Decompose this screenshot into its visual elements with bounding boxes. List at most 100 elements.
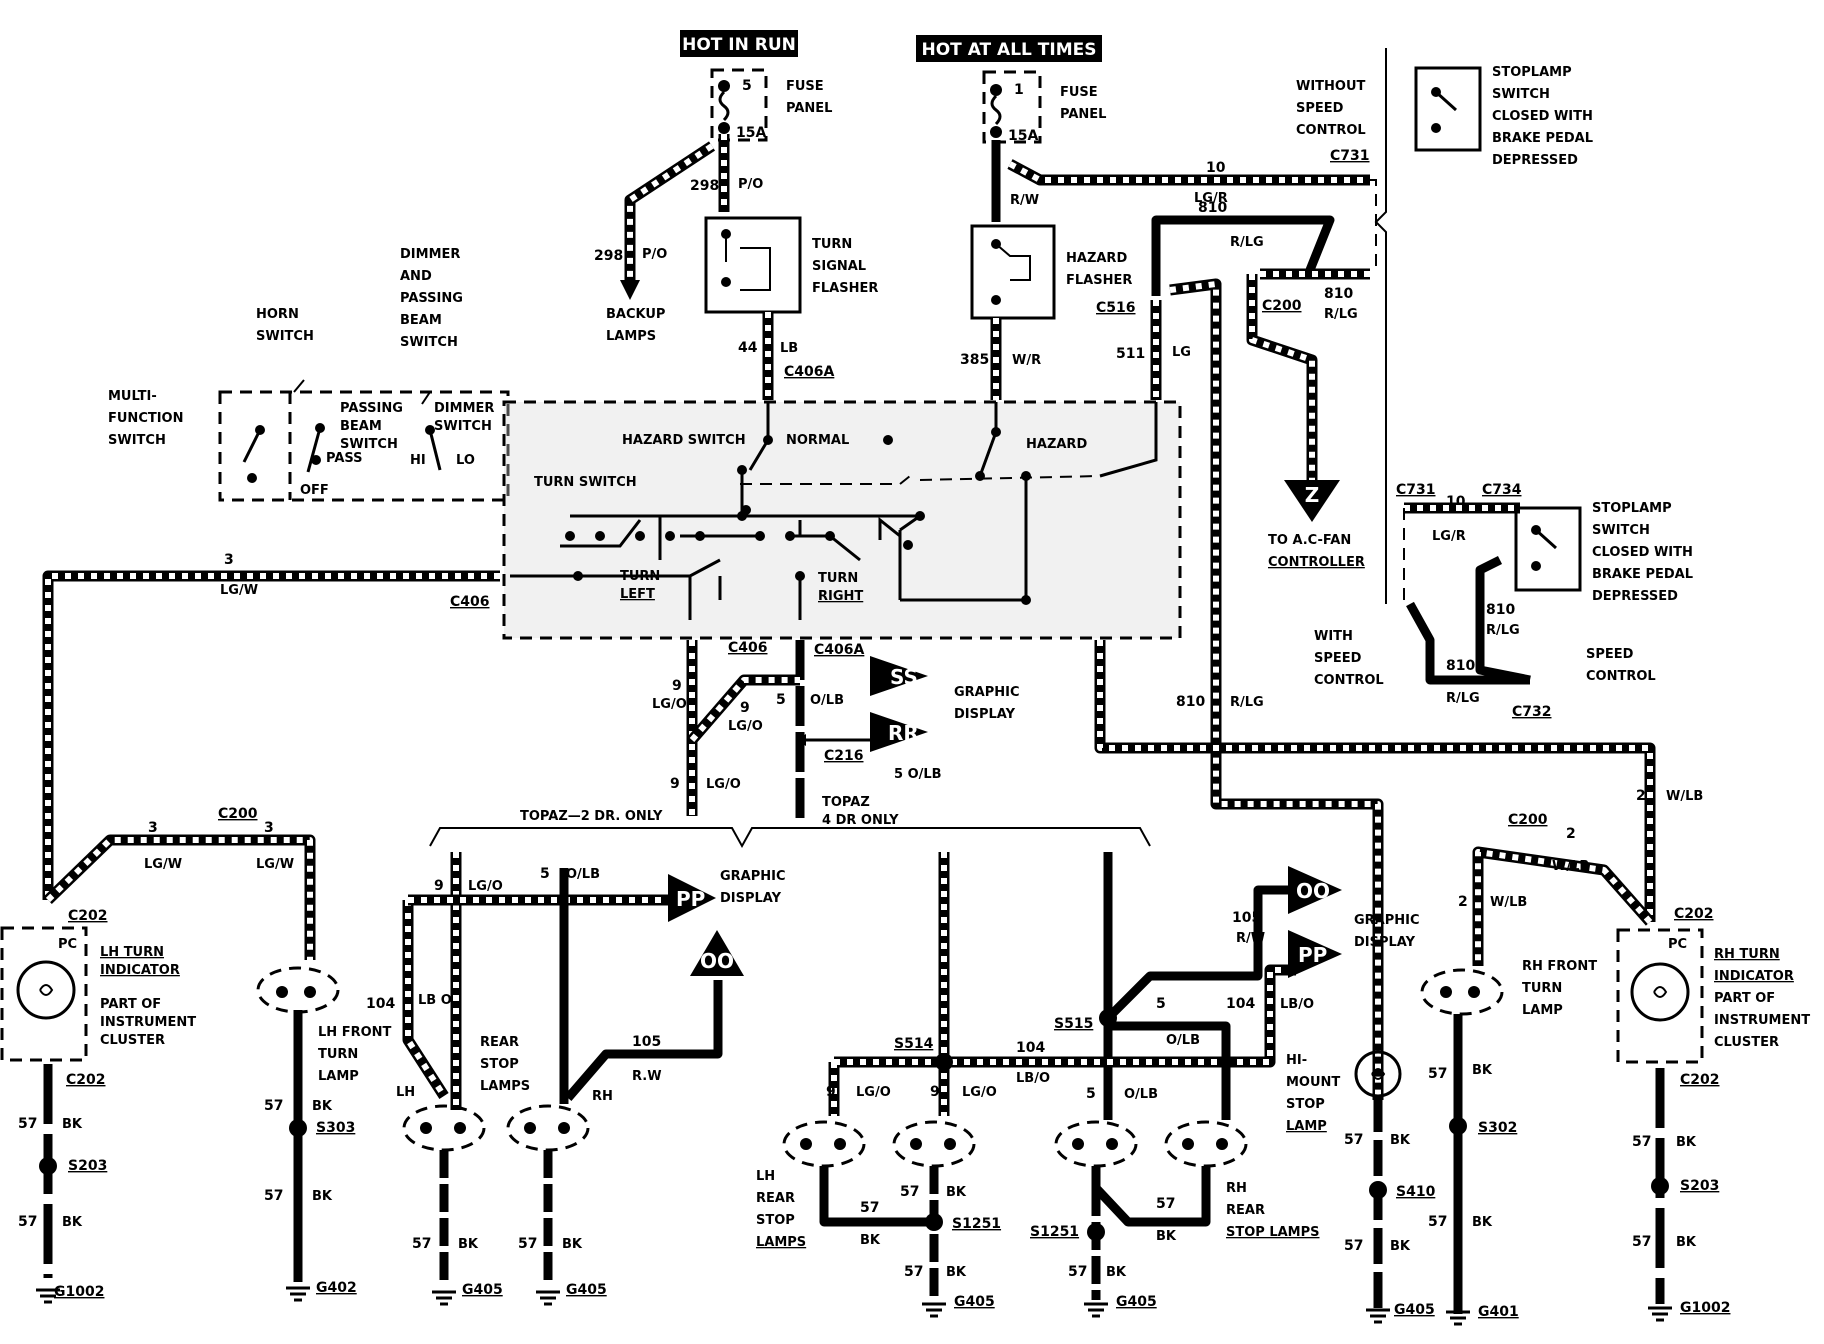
svg-text:RH: RH bbox=[592, 1089, 613, 1104]
svg-text:298: 298 bbox=[690, 178, 719, 194]
svg-text:W/LB: W/LB bbox=[1666, 789, 1703, 804]
svg-text:REAR: REAR bbox=[1226, 1203, 1265, 1218]
svg-text:S203: S203 bbox=[1680, 1178, 1719, 1194]
svg-text:REAR: REAR bbox=[480, 1035, 519, 1050]
svg-text:C202: C202 bbox=[1680, 1072, 1720, 1088]
svg-text:S515: S515 bbox=[1054, 1016, 1093, 1032]
svg-text:BK: BK bbox=[1676, 1235, 1697, 1250]
svg-text:LAMPS: LAMPS bbox=[606, 329, 656, 344]
svg-text:511: 511 bbox=[1116, 346, 1145, 362]
svg-text:9: 9 bbox=[930, 1084, 940, 1100]
svg-text:HOT AT ALL TIMES: HOT AT ALL TIMES bbox=[922, 40, 1097, 60]
svg-text:TURN: TURN bbox=[318, 1047, 358, 1062]
lh-rear-stop-lamp-inner bbox=[892, 1120, 976, 1168]
svg-text:CLOSED WITH: CLOSED WITH bbox=[1592, 545, 1693, 560]
svg-text:57: 57 bbox=[1428, 1066, 1447, 1082]
svg-text:BRAKE PEDAL: BRAKE PEDAL bbox=[1592, 567, 1693, 582]
lh-rear-stop-lamp bbox=[402, 1104, 486, 1152]
svg-text:AND: AND bbox=[400, 269, 432, 284]
pp-marker-right: PP bbox=[1288, 930, 1342, 978]
svg-text:INSTRUMENT: INSTRUMENT bbox=[100, 1015, 196, 1030]
svg-text:TOPAZ—2 DR. ONLY: TOPAZ—2 DR. ONLY bbox=[520, 809, 663, 824]
svg-text:BK: BK bbox=[860, 1233, 881, 1248]
svg-text:DISPLAY: DISPLAY bbox=[954, 707, 1016, 722]
svg-text:SWITCH: SWITCH bbox=[1492, 87, 1550, 102]
svg-text:STOP: STOP bbox=[756, 1213, 795, 1228]
svg-text:INSTRUMENT: INSTRUMENT bbox=[1714, 1013, 1810, 1028]
svg-text:RIGHT: RIGHT bbox=[818, 589, 863, 604]
svg-text:SWITCH: SWITCH bbox=[400, 335, 458, 350]
svg-text:SWITCH: SWITCH bbox=[256, 329, 314, 344]
svg-text:57: 57 bbox=[900, 1184, 919, 1200]
svg-text:PP: PP bbox=[1298, 943, 1327, 967]
svg-text:LEFT: LEFT bbox=[620, 587, 655, 602]
svg-text:BK: BK bbox=[62, 1117, 83, 1132]
svg-text:57: 57 bbox=[18, 1116, 37, 1132]
svg-text:S303: S303 bbox=[316, 1120, 355, 1136]
svg-text:810: 810 bbox=[1324, 286, 1353, 302]
lh-rear-stop-lamp-outer bbox=[782, 1120, 866, 1168]
svg-text:LG/O: LG/O bbox=[728, 719, 763, 734]
svg-text:LG/O: LG/O bbox=[706, 777, 741, 792]
svg-text:C202: C202 bbox=[66, 1072, 106, 1088]
svg-text:R/LG: R/LG bbox=[1230, 235, 1264, 250]
svg-text:2: 2 bbox=[1458, 894, 1468, 910]
svg-text:BACKUP: BACKUP bbox=[606, 307, 665, 322]
svg-text:RH TURN: RH TURN bbox=[1714, 947, 1780, 962]
svg-text:DEPRESSED: DEPRESSED bbox=[1492, 153, 1578, 168]
rh-rear-stop-lamps-label: RH REAR STOP LAMPS bbox=[1226, 1181, 1320, 1240]
svg-text:BK: BK bbox=[1106, 1265, 1127, 1280]
svg-text:C731: C731 bbox=[1330, 148, 1370, 164]
svg-text:PANEL: PANEL bbox=[1060, 107, 1106, 122]
svg-text:BK: BK bbox=[1390, 1133, 1411, 1148]
svg-text:LG: LG bbox=[1172, 345, 1191, 360]
svg-text:DIMMER: DIMMER bbox=[434, 401, 494, 416]
svg-text:298: 298 bbox=[594, 248, 623, 264]
svg-text:57: 57 bbox=[1632, 1134, 1651, 1150]
svg-text:Z: Z bbox=[1305, 483, 1320, 507]
svg-text:BK: BK bbox=[1472, 1063, 1493, 1078]
svg-text:SPEED: SPEED bbox=[1314, 651, 1362, 666]
svg-text:5: 5 bbox=[776, 692, 786, 708]
svg-text:INDICATOR: INDICATOR bbox=[1714, 969, 1794, 984]
svg-text:CONTROL: CONTROL bbox=[1296, 123, 1366, 138]
svg-text:15A: 15A bbox=[1008, 128, 1038, 144]
svg-text:R/W: R/W bbox=[1010, 193, 1039, 208]
stoplamp-switch-bottom: STOPLAMP SWITCH CLOSED WITH BRAKE PEDAL … bbox=[1514, 501, 1693, 604]
svg-text:57: 57 bbox=[1428, 1214, 1447, 1230]
svg-text:S302: S302 bbox=[1478, 1120, 1517, 1136]
svg-text:LG/O: LG/O bbox=[468, 879, 503, 894]
svg-text:GRAPHIC: GRAPHIC bbox=[954, 685, 1020, 700]
svg-text:385: 385 bbox=[960, 352, 989, 368]
svg-text:O/LB: O/LB bbox=[1166, 1033, 1200, 1048]
svg-text:DEPRESSED: DEPRESSED bbox=[1592, 589, 1678, 604]
svg-text:9: 9 bbox=[670, 776, 680, 792]
without-speed-control-label: WITHOUT SPEED CONTROL bbox=[1296, 79, 1366, 138]
svg-text:BK: BK bbox=[562, 1237, 583, 1252]
svg-text:BK: BK bbox=[946, 1265, 967, 1280]
svg-text:SPEED: SPEED bbox=[1586, 647, 1634, 662]
svg-text:LG/O: LG/O bbox=[962, 1085, 997, 1100]
hazard-flasher: HAZARD FLASHER bbox=[970, 224, 1132, 320]
svg-text:LO: LO bbox=[456, 453, 475, 468]
svg-text:LAMP: LAMP bbox=[1286, 1119, 1327, 1134]
svg-text:STOP: STOP bbox=[1286, 1097, 1325, 1112]
svg-text:G405: G405 bbox=[1394, 1302, 1435, 1318]
turn-signal-flasher: TURN SIGNAL FLASHER bbox=[704, 216, 878, 314]
svg-text:TURN SWITCH: TURN SWITCH bbox=[534, 475, 637, 490]
svg-text:PASS: PASS bbox=[326, 451, 363, 466]
svg-text:O/LB: O/LB bbox=[566, 867, 600, 882]
svg-text:PASSING: PASSING bbox=[340, 401, 403, 416]
svg-text:810: 810 bbox=[1198, 200, 1227, 216]
svg-text:5: 5 bbox=[1156, 996, 1166, 1012]
svg-text:LG/W: LG/W bbox=[144, 857, 182, 872]
svg-text:SWITCH: SWITCH bbox=[340, 437, 398, 452]
svg-text:810: 810 bbox=[1446, 658, 1475, 674]
svg-text:TO A.C-FAN: TO A.C-FAN bbox=[1268, 533, 1351, 548]
svg-text:MULTI-: MULTI- bbox=[108, 389, 157, 404]
svg-text:P/O: P/O bbox=[642, 247, 667, 262]
svg-text:SWITCH: SWITCH bbox=[108, 433, 166, 448]
svg-text:LB/O: LB/O bbox=[1016, 1071, 1050, 1086]
svg-text:REAR: REAR bbox=[756, 1191, 795, 1206]
rh-turn-indicator: PC RH TURN INDICATOR PART OF INSTRUMENT … bbox=[1616, 928, 1810, 1064]
